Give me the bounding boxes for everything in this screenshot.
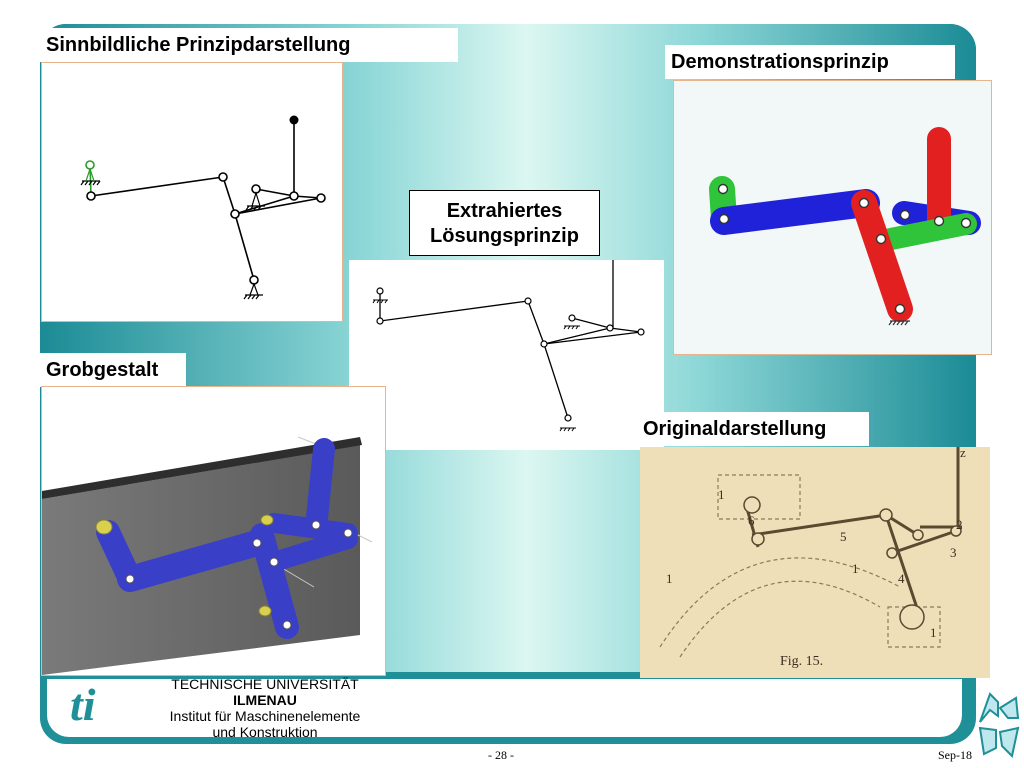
extracted-principle-label: Extrahiertes Lösungsprinzip (409, 190, 600, 256)
university-name: TECHNISCHE UNIVERSITÄT ILMENAU Institut … (150, 676, 380, 740)
orig-number: 1 (718, 487, 725, 502)
orig-caption: Fig. 15. (780, 654, 823, 669)
orig-number: 1 (852, 561, 859, 576)
rough-shape-cad (41, 386, 386, 676)
institute-line1: Institut für Maschinenelemente (169, 708, 361, 724)
principle-diagram (41, 62, 343, 322)
ti-logo: ti (70, 679, 140, 730)
orig-number: 1 (930, 625, 937, 640)
slide-date: Sep-18 (938, 748, 972, 762)
demonstration-label: Demonstrationsprinzip (665, 45, 955, 79)
extracted-label-line1: Extrahiertes (446, 200, 563, 222)
university-line2: ILMENAU (233, 692, 297, 708)
rough-shape-label: Grobgestalt (40, 353, 186, 387)
university-line1: TECHNISCHE UNIVERSITÄT (171, 676, 359, 692)
orig-number: 3 (950, 545, 957, 560)
orig-number: 2 (956, 517, 963, 532)
orig-number: 4 (898, 571, 905, 586)
extracted-diagram (349, 260, 664, 450)
original-drawing: 1 1 6 5 1 4 1 2 3 z Fig. 15. (640, 445, 990, 678)
orig-number: 5 (840, 529, 847, 544)
institute-line2: und Konstruktion (212, 724, 318, 740)
orig-number: 6 (748, 513, 755, 528)
page-number: - 28 - (488, 748, 514, 762)
original-label: Originaldarstellung (637, 412, 869, 446)
navigation-arrows-icon[interactable] (976, 688, 1022, 760)
principle-label: Sinnbildliche Prinzipdarstellung (40, 28, 458, 62)
extracted-label-line2: Lösungsprinzip (430, 225, 579, 247)
demonstration-diagram (673, 80, 992, 355)
orig-number: 1 (666, 571, 673, 586)
footer-band (47, 679, 962, 737)
orig-number: z (960, 447, 966, 460)
svg-text:ti: ti (70, 680, 96, 728)
